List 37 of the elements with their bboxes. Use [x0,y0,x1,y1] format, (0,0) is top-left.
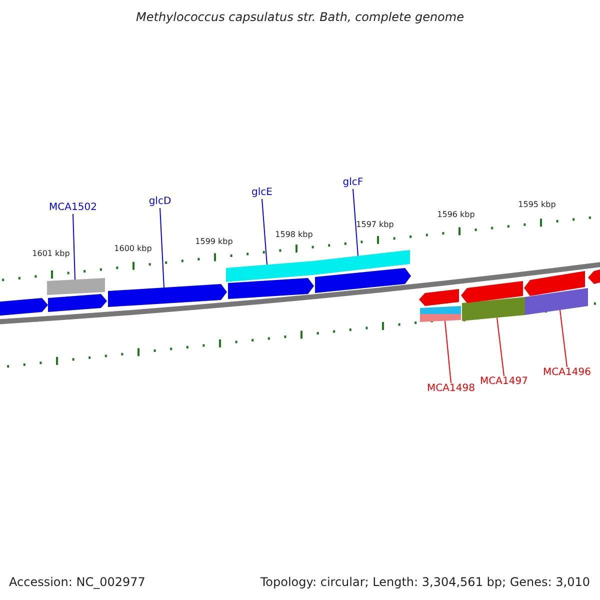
feature-bar [462,297,525,321]
gene-name: glcF [342,177,364,189]
leader-line [160,208,164,288]
scale-label: 1597 kbp [356,220,394,230]
leader-line [560,310,568,368]
scale-label: 1600 kbp [114,244,152,254]
leader-line [72,214,76,280]
scale-label: 1595 kbp [518,200,556,210]
gene-feature [524,271,585,296]
gene-name: MCA1502 [49,202,97,214]
scale-label: 1598 kbp [275,230,313,240]
gene-name: MCA1498 [427,383,475,395]
feature-bar [420,306,461,322]
gene-feature [588,268,600,284]
scale-label: 1596 kbp [437,210,475,220]
gene-feature [228,278,314,299]
gene-feature [48,294,107,312]
feature-bar [525,288,588,315]
gene-name: MCA1497 [480,376,528,388]
gene-name: glcD [148,196,172,208]
genome-summary: Topology: circular; Length: 3,304,561 bp; Genes: 3,010 [260,575,590,589]
gene-feature [461,281,523,303]
leader-line [444,320,452,384]
feature-bar [47,278,105,295]
accession-text: Accession: NC_002977 [9,575,146,589]
diagram-title: Methylococcus capsulatus str. Bath, complete genome [136,11,464,23]
feature-bar [313,250,410,275]
leader-line [262,198,268,266]
gene-name: glcE [252,187,272,199]
gene-feature [419,289,459,306]
leader-line [496,317,504,376]
gene-feature [315,268,411,293]
gene-feature [0,298,48,316]
feature-bar [226,261,313,282]
gene-name: MCA1496 [543,367,591,379]
scale-label: 1601 kbp [32,249,70,259]
scale-label: 1599 kbp [195,237,233,247]
